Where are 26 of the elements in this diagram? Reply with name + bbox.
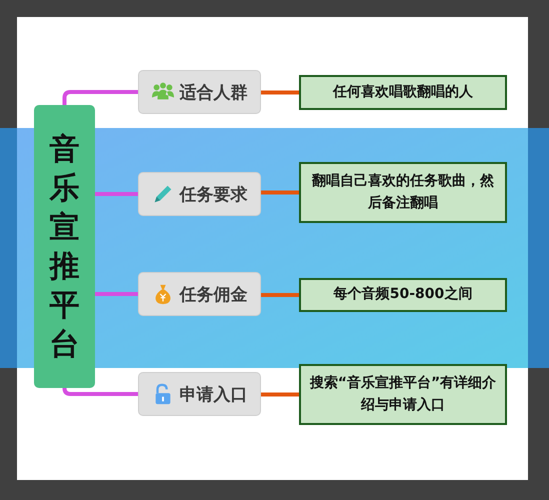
topic-box — [34, 105, 95, 388]
detail-box — [299, 75, 507, 110]
connector-line — [95, 292, 138, 296]
connector-line — [261, 190, 299, 194]
detail-text: 搜索“音乐宣推平台”有详细介绍与申请入口 — [309, 374, 497, 414]
connector-line — [261, 90, 299, 94]
detail-box — [299, 364, 507, 425]
connector-line — [62, 386, 138, 396]
detail-box — [299, 162, 507, 223]
category-box — [138, 272, 261, 316]
detail-text: 任何喜欢唱歌翻唱的人 — [333, 82, 473, 102]
detail-box — [299, 278, 507, 312]
detail-text: 翻唱自己喜欢的任务歌曲，然后备注翻唱 — [310, 172, 495, 212]
topic-title: 音乐宣推平台 — [50, 130, 80, 364]
connector-line — [62, 90, 138, 105]
connector-line — [261, 293, 299, 297]
category-label: 任务要求 — [180, 184, 248, 206]
connector-line — [95, 192, 138, 196]
category-box — [138, 70, 261, 114]
category-label: 适合人群 — [180, 82, 248, 104]
detail-text: 每个音频50-800之间 — [334, 284, 472, 304]
category-box — [138, 172, 261, 216]
category-label: 申请入口 — [180, 384, 248, 406]
category-box — [138, 372, 261, 416]
category-label: 任务佣金 — [180, 284, 248, 306]
connector-line — [261, 392, 299, 396]
